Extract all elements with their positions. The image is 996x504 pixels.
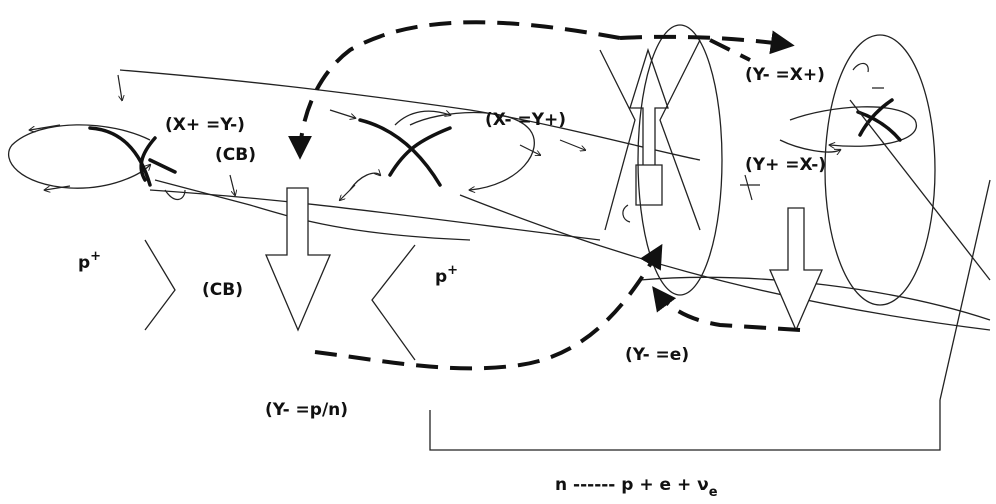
middle-particle-cross	[330, 110, 450, 190]
left-loop	[9, 125, 150, 190]
label-p-plus-mid: p+	[435, 263, 458, 287]
scribble-arrows	[118, 63, 884, 222]
right-particle-cross	[858, 100, 900, 140]
dashed-arrows	[300, 22, 800, 368]
label-y-minus-pn: (Y- =p/n)	[265, 400, 348, 420]
label-cb-top: (CB)	[215, 145, 256, 165]
label-p-plus-left: p+	[78, 249, 101, 273]
label-x-plus-y-minus: (X+ =Y-)	[165, 115, 245, 135]
connecting-lines	[120, 70, 990, 330]
hollow-down-arrow-right	[770, 208, 822, 330]
label-y-minus-e: (Y- =e)	[625, 345, 689, 365]
label-y-plus-x-minus: (Y+ =X-)	[745, 155, 826, 175]
label-cb-lower: (CB)	[202, 280, 243, 300]
label-x-minus-y-plus: (X- =Y+)	[485, 110, 566, 130]
hollow-down-arrow-left	[266, 188, 330, 330]
label-y-minus-x-plus: (Y- =X+)	[745, 65, 825, 85]
right-diagonals	[850, 100, 990, 400]
label-decay-equation: n ------ p + e + νe	[555, 475, 718, 500]
labels: (X+ =Y-) (CB) (X- =Y+) (Y- =X+) (Y+ =X-)…	[78, 65, 826, 500]
bottom-bracket	[430, 400, 940, 450]
central-ellipse	[600, 25, 722, 295]
